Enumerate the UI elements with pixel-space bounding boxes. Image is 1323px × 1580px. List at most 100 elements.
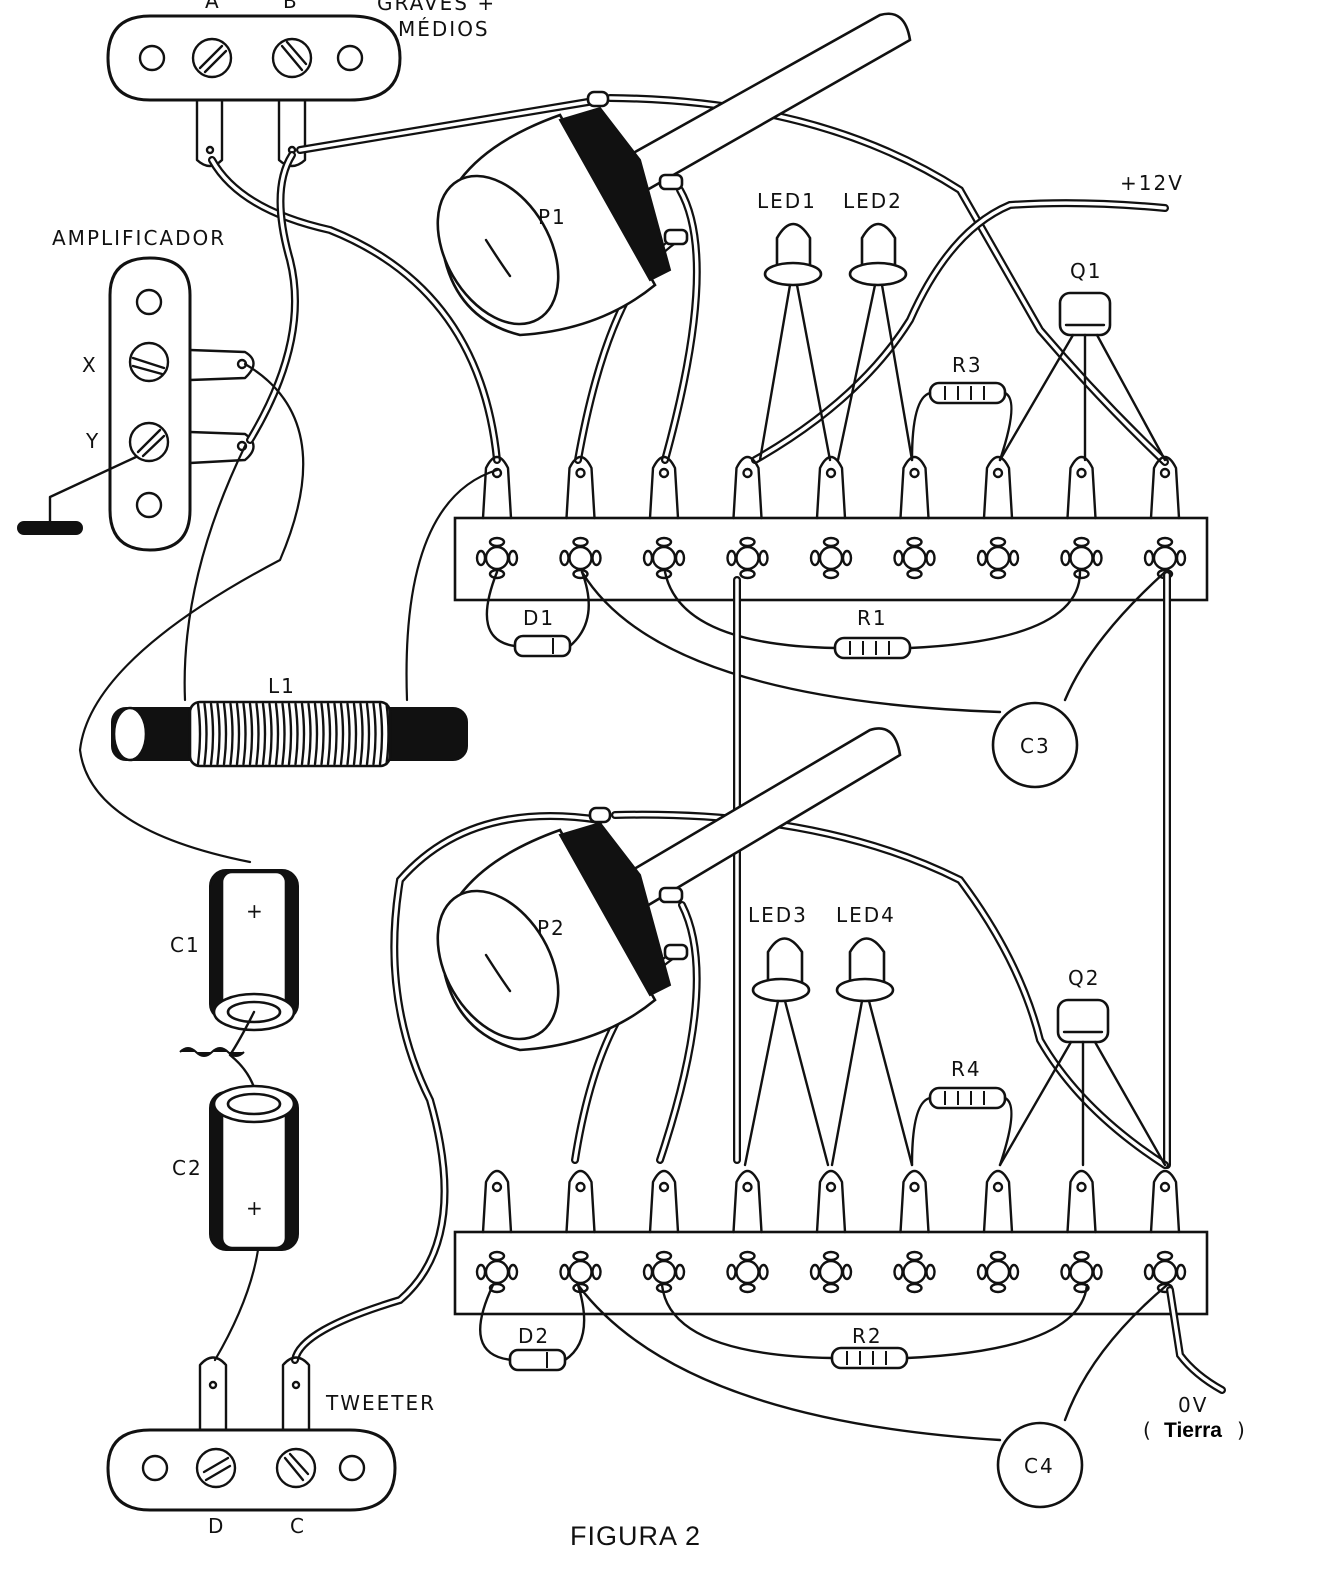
amplifier-terminal-x-label: X xyxy=(82,353,98,377)
tweeter-connector xyxy=(106,1356,397,1512)
led3 xyxy=(743,937,830,1167)
led4 xyxy=(830,937,914,1167)
r2-label: R2 xyxy=(852,1324,883,1348)
d2-label: D2 xyxy=(518,1324,550,1348)
solder-lug xyxy=(982,1169,1014,1234)
screw-terminal[interactable] xyxy=(642,1250,686,1294)
resistor-r1 xyxy=(663,570,1082,660)
r1-label: R1 xyxy=(857,606,888,630)
solder-lug xyxy=(1149,1169,1181,1234)
screw-terminal[interactable] xyxy=(559,1250,602,1294)
capacitor-c3 xyxy=(580,570,1167,789)
tweeter-terminal-d-label: D xyxy=(208,1514,225,1538)
transistor-q1 xyxy=(998,291,1167,462)
led2 xyxy=(836,222,914,462)
screw-terminal[interactable] xyxy=(893,1250,936,1294)
solder-lug xyxy=(899,1169,930,1234)
capacitor-c4 xyxy=(576,1283,1169,1509)
led1 xyxy=(758,222,832,462)
solder-lug xyxy=(815,1169,847,1234)
screw-terminal[interactable] xyxy=(475,1250,519,1294)
inductor-l1 xyxy=(111,700,468,768)
q2-label: Q2 xyxy=(1068,966,1100,990)
woofer-terminal-b-label: B xyxy=(283,0,299,13)
screw-terminal[interactable] xyxy=(976,1250,1020,1294)
solder-lug xyxy=(565,1169,596,1234)
screw-terminal[interactable] xyxy=(893,536,936,580)
solder-lug xyxy=(1066,1169,1097,1234)
solder-lug xyxy=(732,1169,763,1234)
ground-paren-open: ( xyxy=(1143,1418,1153,1442)
c4-label: C4 xyxy=(1024,1454,1055,1478)
transistor-q2 xyxy=(998,998,1167,1167)
p2-label: P2 xyxy=(537,916,566,940)
resistor-r4 xyxy=(910,1086,1013,1167)
ground-voltage-label: 0V xyxy=(1178,1393,1208,1417)
led3-label: LED3 xyxy=(748,903,808,927)
solder-lug xyxy=(648,455,680,520)
solder-lug xyxy=(1149,455,1181,520)
solder-lug xyxy=(1066,455,1097,520)
tweeter-terminal-c-label: C xyxy=(290,1514,306,1538)
d1-label: D1 xyxy=(523,606,555,630)
capacitor-c2 xyxy=(209,1084,299,1251)
solder-lug xyxy=(982,455,1014,520)
ground-paren-close: ) xyxy=(1237,1418,1247,1442)
diode-d1 xyxy=(485,570,590,658)
solder-lug xyxy=(481,1169,513,1234)
led2-label: LED2 xyxy=(843,189,903,213)
screw-terminal[interactable] xyxy=(809,536,853,580)
tweeter-title: TWEETER xyxy=(325,1391,436,1415)
woofer-connector xyxy=(106,14,402,168)
c2-polarity: + xyxy=(246,1196,265,1220)
c3-label: C3 xyxy=(1020,734,1051,758)
terminal-strip-upper[interactable] xyxy=(453,455,1209,602)
c2-lead xyxy=(213,1248,260,1362)
screw-terminal[interactable] xyxy=(976,536,1020,580)
screw-terminal[interactable] xyxy=(1060,536,1103,580)
woofer-title-line2: MÉDIOS xyxy=(398,17,490,41)
potentiometer-p1 xyxy=(436,12,912,337)
c2-label: C2 xyxy=(172,1156,203,1180)
screw-terminal[interactable] xyxy=(726,536,769,580)
solder-lug xyxy=(481,455,513,520)
figure-title: FIGURA 2 xyxy=(570,1521,701,1551)
capacitor-c1 xyxy=(209,869,299,1032)
led1-label: LED1 xyxy=(757,189,817,213)
positive-12v-label: +12V xyxy=(1120,171,1184,195)
amplifier-title: AMPLIFICADOR xyxy=(52,226,226,250)
screw-terminal[interactable] xyxy=(475,536,519,580)
resistor-r2 xyxy=(660,1283,1089,1370)
solder-lug xyxy=(815,455,847,520)
r3-label: R3 xyxy=(952,353,983,377)
woofer-title-line1: GRAVES + xyxy=(377,0,496,15)
solder-lug xyxy=(899,455,930,520)
p1-label: P1 xyxy=(538,205,567,229)
screw-terminal[interactable] xyxy=(809,1250,853,1294)
solder-lug xyxy=(648,1169,680,1234)
screw-terminal[interactable] xyxy=(1060,1250,1103,1294)
screw-terminal[interactable] xyxy=(642,536,686,580)
screw-terminal[interactable] xyxy=(726,1250,769,1294)
r4-label: R4 xyxy=(951,1057,982,1081)
screw-terminal[interactable] xyxy=(1143,1250,1187,1294)
screw-terminal[interactable] xyxy=(1143,536,1187,580)
q1-label: Q1 xyxy=(1070,259,1102,283)
solder-lug xyxy=(565,455,596,520)
resistor-r3 xyxy=(910,381,1013,462)
screw-terminal[interactable] xyxy=(559,536,602,580)
diode-d2 xyxy=(479,1283,586,1372)
led4-label: LED4 xyxy=(836,903,896,927)
amplifier-connector xyxy=(17,256,255,552)
amplifier-terminal-y-label: Y xyxy=(85,429,100,453)
woofer-terminal-a-label: A xyxy=(205,0,221,13)
potentiometer-p2 xyxy=(436,727,902,1052)
terminal-strip-lower[interactable] xyxy=(453,1169,1209,1316)
solder-lug xyxy=(732,455,763,520)
c1-polarity: + xyxy=(246,899,265,923)
l1-label: L1 xyxy=(268,674,296,698)
c1-label: C1 xyxy=(170,933,201,957)
vertical-links xyxy=(733,571,1171,1169)
ground-label: Tierra xyxy=(1164,1419,1222,1442)
